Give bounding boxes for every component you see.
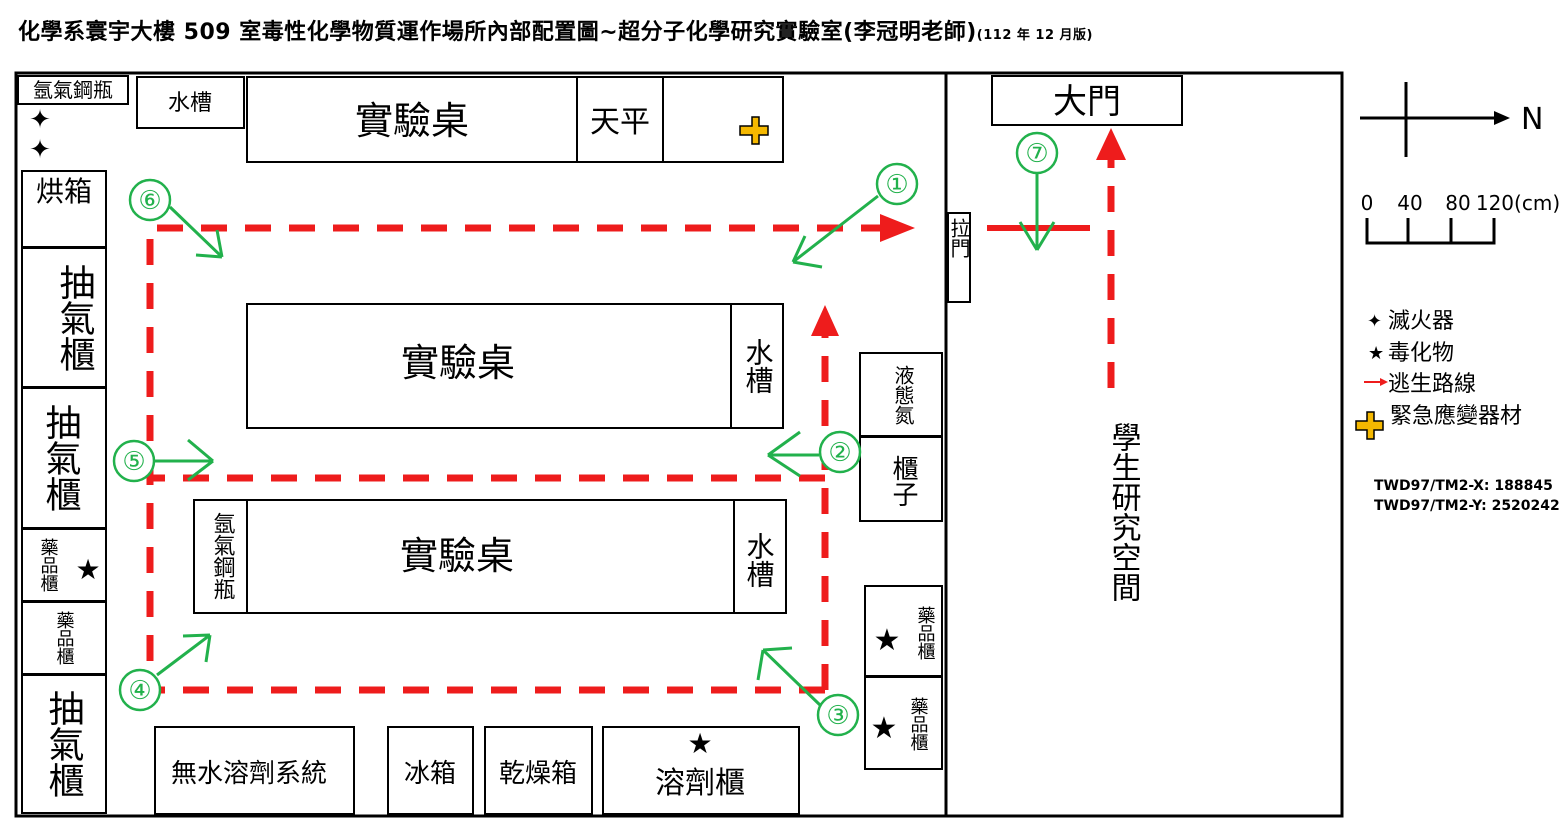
- legend-emergency-label: 緊急應變器材: [1390, 403, 1522, 429]
- title-version: (112 年 12 月版): [976, 28, 1093, 43]
- argon-cylinder-bottom: [193, 499, 248, 614]
- marker-5: ⑤: [112, 438, 214, 483]
- cabinet: [859, 436, 943, 522]
- chem-cabinet-left-2-label: 藥品櫃: [54, 611, 75, 665]
- oven-label: 烘箱: [36, 175, 92, 208]
- bench-middle: [246, 303, 732, 429]
- fume-hood-1-label: 抽氣櫃: [54, 264, 95, 372]
- svg-text:0: 0: [1361, 191, 1374, 215]
- sink-middle: [730, 303, 784, 429]
- sliding-door: [947, 212, 971, 303]
- svg-text:⑥: ⑥: [138, 186, 161, 216]
- svg-text:✦: ✦: [29, 135, 51, 165]
- coord-y: TWD97/TM2-Y: 2520242: [1374, 498, 1560, 514]
- svg-text:⑤: ⑤: [122, 447, 145, 477]
- page-title: 化學系寰宇大樓 509 室毒性化學物質運作場所內部配置圖~超分子化學研究實驗室(…: [18, 20, 1093, 45]
- fridge-label: 冰箱: [404, 759, 456, 789]
- student-area-label: 學生研究空間: [1106, 422, 1142, 602]
- toxic-star-icon: ★: [687, 727, 712, 760]
- legend-toxic-icon: ★: [1368, 343, 1384, 364]
- cabinet-label: 櫃子: [888, 455, 918, 507]
- balance: [576, 76, 664, 163]
- dry-box-label: 乾燥箱: [499, 759, 577, 789]
- fume-hood-3-label: 抽氣櫃: [43, 690, 84, 798]
- argon-cylinder-bottom-label: 氬氣鋼瓶: [210, 512, 236, 600]
- svg-text:120(cm): 120(cm): [1476, 191, 1560, 215]
- bench-bottom: [246, 499, 735, 614]
- chem-cabinet-right-2: [864, 676, 943, 770]
- sink-top-label: 水槽: [168, 91, 212, 116]
- legend-fire-extinguisher-label: 滅火器: [1388, 309, 1454, 334]
- fume-hood-3: [21, 674, 107, 814]
- legend-toxic-label: 毒化物: [1388, 341, 1454, 366]
- fume-hood-2: [21, 387, 107, 529]
- bench-bottom-label: 實驗桌: [400, 534, 514, 578]
- legend-emergency-cross-icon: [1355, 411, 1384, 440]
- liquid-nitrogen: [859, 352, 943, 437]
- fume-hood-1: [21, 247, 107, 388]
- dry-box: [484, 726, 593, 815]
- chem-cabinet-left-1-label: 藥品櫃: [38, 538, 59, 592]
- emergency-cross-icon: [739, 116, 769, 145]
- balance-label: 天平: [590, 105, 650, 140]
- marker-4: ④: [118, 633, 212, 712]
- fridge: [387, 726, 474, 815]
- marker-1: ①: [791, 162, 919, 269]
- compass-north-label: N: [1521, 102, 1543, 137]
- oven: [21, 170, 107, 248]
- bench-top-label: 實驗桌: [355, 99, 469, 143]
- legend-route-arrow-icon: [1364, 378, 1388, 386]
- argon-cylinder-top: [17, 75, 129, 105]
- coord-x: TWD97/TM2-X: 188845: [1374, 478, 1553, 494]
- anhydrous-solvent-system-label: 無水溶劑系統: [171, 759, 327, 789]
- room-outline: [14, 71, 1344, 818]
- argon-cylinder-top-label: 氬氣鋼瓶: [33, 78, 113, 102]
- svg-text:80: 80: [1445, 191, 1470, 215]
- legend: ✦ 滅火器 ★ 毒化物 逃生路線 緊急應變器材: [1355, 309, 1522, 440]
- bench-middle-label: 實驗桌: [401, 341, 515, 385]
- svg-text:✦: ✦: [29, 105, 51, 135]
- coordinates: TWD97/TM2-X: 188845 TWD97/TM2-Y: 2520242: [1374, 478, 1560, 514]
- legend-fire-extinguisher-icon: ✦: [1367, 311, 1382, 332]
- sink-middle-label: 水槽: [742, 338, 775, 394]
- marker-7: ⑦: [1015, 131, 1059, 251]
- main-door: [991, 75, 1183, 126]
- svg-text:⑦: ⑦: [1025, 139, 1048, 169]
- scale-bar: 0 40 80 120(cm): [1361, 191, 1560, 245]
- svg-text:④: ④: [128, 676, 151, 706]
- chem-cabinet-right-1-label: 藥品櫃: [915, 606, 936, 660]
- svg-text:40: 40: [1397, 191, 1422, 215]
- emergency-equipment-area: [662, 76, 784, 163]
- liquid-nitrogen-label: 液態氮: [891, 365, 915, 425]
- chem-cabinet-left-1: [21, 528, 107, 602]
- anhydrous-solvent-system: [154, 726, 355, 815]
- sink-bottom: [733, 499, 787, 614]
- fire-extinguisher-icon: ✦ ✦: [29, 105, 51, 165]
- marker-3: ③: [756, 646, 860, 737]
- svg-text:③: ③: [826, 701, 849, 731]
- toxic-star-icon: ★: [874, 623, 901, 658]
- sink-top: [136, 76, 245, 129]
- bench-top: [246, 76, 578, 163]
- toxic-star-icon: ★: [75, 553, 100, 586]
- solvent-cabinet: [602, 726, 800, 815]
- svg-text:②: ②: [828, 438, 851, 468]
- chem-cabinet-right-2-label: 藥品櫃: [908, 697, 929, 751]
- main-door-label: 大門: [1053, 82, 1121, 122]
- marker-2: ②: [767, 430, 862, 478]
- fume-hood-2-label: 抽氣櫃: [40, 404, 81, 512]
- marker-6: ⑥: [128, 178, 224, 259]
- compass: N: [1360, 82, 1543, 157]
- solvent-cabinet-label: 溶劑櫃: [655, 766, 745, 801]
- legend-route-label: 逃生路線: [1388, 372, 1476, 397]
- sliding-door-label: 拉門: [947, 218, 971, 258]
- sink-bottom-label: 水槽: [743, 532, 776, 588]
- chem-cabinet-right-1: [864, 585, 943, 677]
- svg-text:①: ①: [885, 170, 908, 200]
- toxic-star-icon: ★: [871, 711, 898, 746]
